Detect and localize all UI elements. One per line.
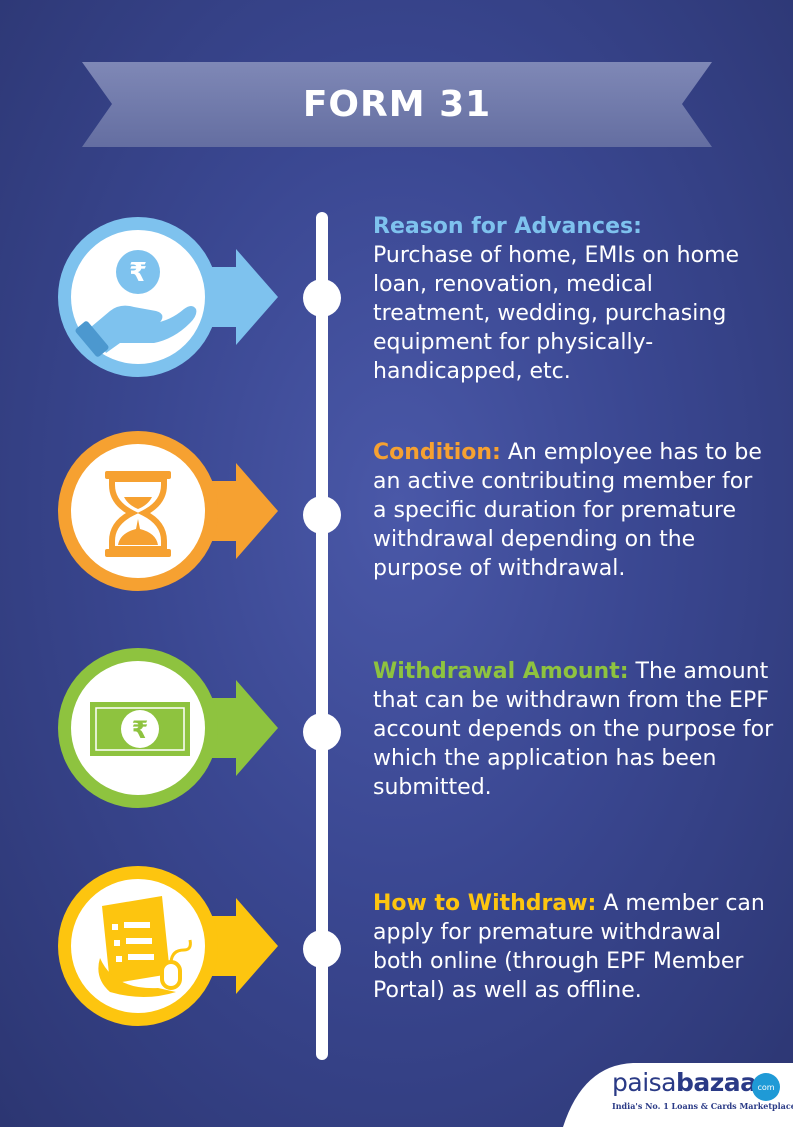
brand-badge: com [752, 1073, 780, 1101]
page-title: FORM 31 [302, 84, 492, 125]
step-how-to-withdraw: How to Withdraw: A member can apply for … [373, 889, 773, 1005]
brand-tagline: India's No. 1 Loans & Cards Marketplace [612, 1101, 793, 1111]
title-ribbon: FORM 31 [82, 62, 712, 147]
rupee-note-icon: ₹ [58, 648, 288, 812]
step-body: Purchase of home, EMIs on home loan, ren… [373, 243, 740, 384]
step-reason: Reason for Advances: Purchase of home, E… [373, 212, 763, 386]
timeline-line [316, 212, 328, 1060]
step-condition: Condition: An employee has to be an acti… [373, 438, 768, 583]
timeline-dot [303, 496, 341, 534]
step-body: An employee has to be an active contribu… [373, 440, 762, 581]
step-heading: Withdrawal Amount: [373, 659, 629, 684]
step-body: A member can apply for premature withdra… [373, 891, 765, 1003]
brand-name-part1: paisa [612, 1068, 676, 1097]
ribbon-shape [82, 62, 712, 147]
brand-corner [563, 1063, 793, 1127]
step-withdrawal-amount: Withdrawal Amount: The amount that can b… [373, 657, 783, 802]
step-heading: Reason for Advances: [373, 214, 642, 239]
hourglass-icon [58, 431, 288, 595]
rupee-in-hand-icon: ₹ [58, 217, 288, 381]
brand-logo: paisabazaar [612, 1068, 769, 1097]
online-form-icon [58, 866, 288, 1030]
timeline-dot [303, 930, 341, 968]
step-body: The amount that can be withdrawn from th… [373, 659, 774, 800]
svg-text:₹: ₹ [132, 716, 149, 744]
step-heading: How to Withdraw: [373, 891, 597, 916]
svg-text:₹: ₹ [129, 258, 147, 288]
timeline-dot [303, 713, 341, 751]
timeline-dot [303, 279, 341, 317]
step-heading: Condition: [373, 440, 501, 465]
